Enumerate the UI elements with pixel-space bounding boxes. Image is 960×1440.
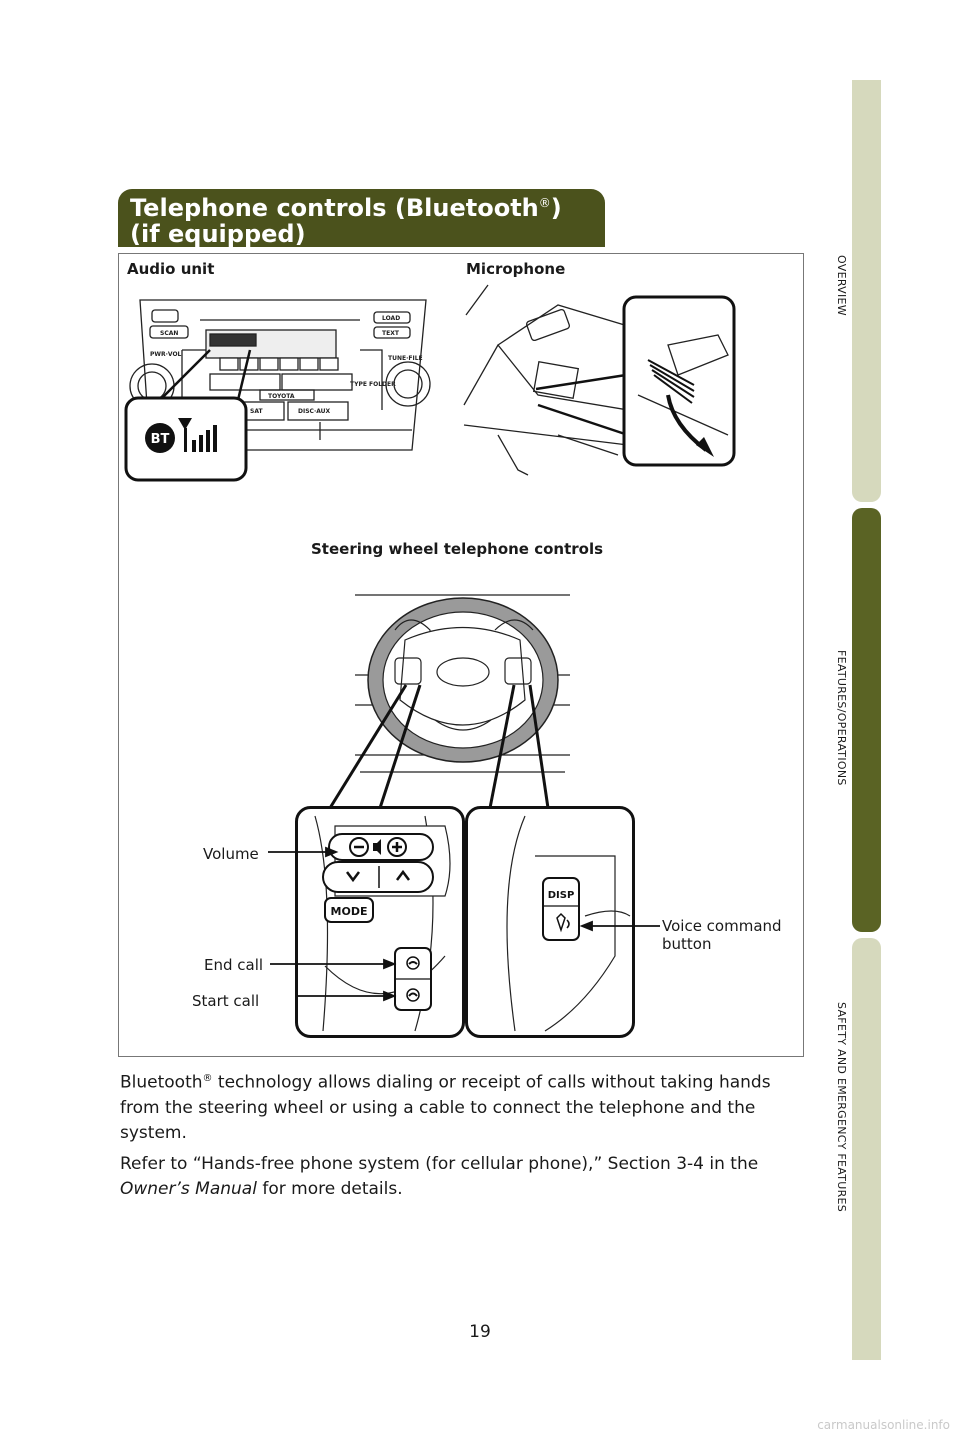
callout-leaders xyxy=(260,830,660,1010)
voice-command-line2: button xyxy=(662,935,711,953)
section-tabs xyxy=(852,80,881,1360)
microphone-illustration xyxy=(458,285,740,485)
steering-label: Steering wheel telephone controls xyxy=(311,540,603,558)
body-paragraph-1: Bluetooth® technology allows dialing or … xyxy=(120,1066,800,1146)
start-call-callout: Start call xyxy=(192,992,259,1010)
bt-badge-icon: BT xyxy=(151,432,170,447)
page-title: Telephone controls (Bluetooth®) (if equi… xyxy=(130,190,600,247)
tab-label-overview: OVERVIEW xyxy=(826,255,848,316)
title-line1: Telephone controls (Bluetooth xyxy=(130,194,539,222)
title-reg-mark: ® xyxy=(539,196,551,210)
radio-sat-label: SAT xyxy=(250,408,263,415)
tab-features-operations[interactable] xyxy=(852,508,881,932)
page-number: 19 xyxy=(440,1322,520,1342)
tab-label-safety: SAFETY AND EMERGENCY FEATURES xyxy=(826,1002,848,1212)
tab-safety[interactable] xyxy=(852,938,881,1360)
radio-tune-label: TUNE·FILE xyxy=(388,355,423,362)
end-call-callout: End call xyxy=(204,956,263,974)
tab-overview[interactable] xyxy=(852,80,881,502)
manual-title: Owner’s Manual xyxy=(120,1179,257,1199)
radio-disc-label: DISC·AUX xyxy=(298,408,331,415)
zoom-lines xyxy=(290,680,570,810)
audio-unit-illustration: LOAD TEXT SCAN PWR·VOL TUNE·FILE TYPE FO… xyxy=(120,290,440,485)
watermark: carmanualsonline.info xyxy=(700,1418,950,1432)
radio-text-label: TEXT xyxy=(382,330,400,337)
title-line1-end: ) xyxy=(551,194,562,222)
microphone-label: Microphone xyxy=(466,260,565,278)
tab-label-features: FEATURES/OPERATIONS xyxy=(826,650,848,786)
radio-pwr-label: PWR·VOL xyxy=(150,351,182,358)
radio-load-label: LOAD xyxy=(382,315,400,322)
radio-type-label: TYPE FOLDER xyxy=(350,381,396,388)
volume-callout: Volume xyxy=(203,845,259,863)
voice-command-callout: Voice command button xyxy=(662,917,782,953)
title-line2: (if equipped) xyxy=(130,220,306,248)
radio-scan-label: SCAN xyxy=(160,330,178,337)
body-paragraph-2: Refer to “Hands-free phone system (for c… xyxy=(120,1152,800,1202)
voice-command-line1: Voice command xyxy=(662,917,782,935)
radio-toyota-label: TOYOTA xyxy=(268,393,295,400)
audio-unit-label: Audio unit xyxy=(127,260,214,278)
